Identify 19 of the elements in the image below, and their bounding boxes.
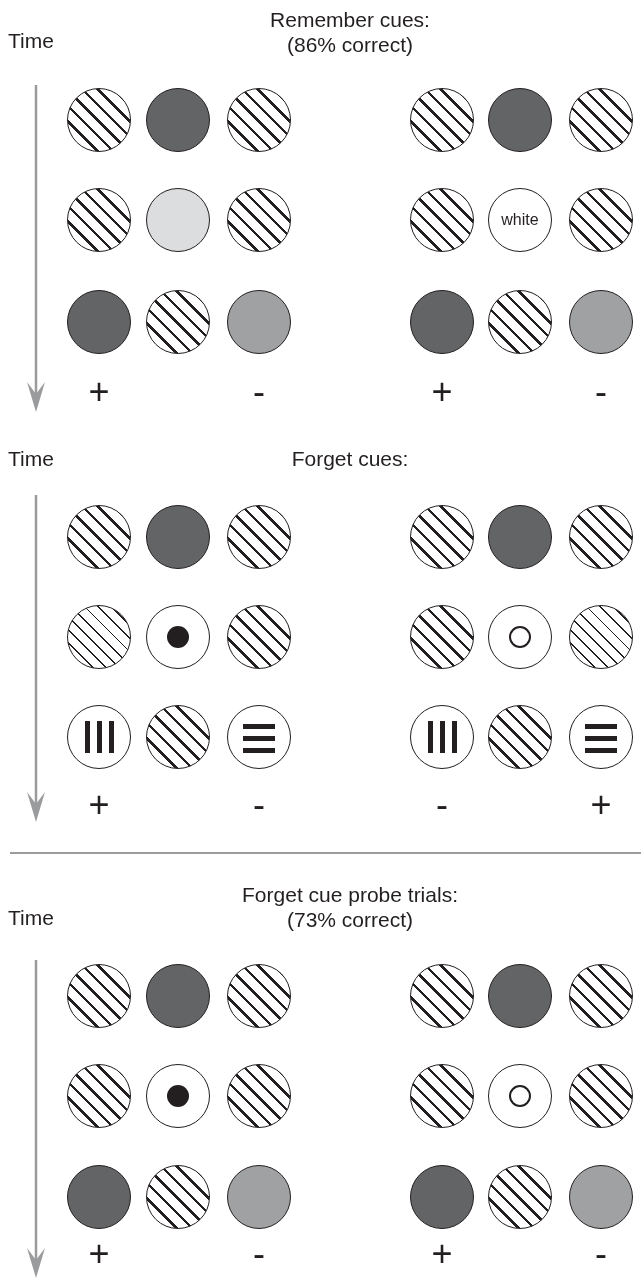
section-heading: Forget cues: xyxy=(290,446,410,471)
sign-label: - xyxy=(252,372,266,412)
sign-label: + xyxy=(87,785,111,825)
sign-label: - xyxy=(435,785,449,825)
sign-label: - xyxy=(594,1234,608,1274)
sign-label: + xyxy=(430,372,454,412)
sign-label: + xyxy=(430,1234,454,1274)
section-heading: Forget cue probe trials: (73% correct) xyxy=(241,882,459,932)
sign-label: - xyxy=(252,785,266,825)
circle-label: white xyxy=(500,211,540,229)
sign-label: + xyxy=(87,372,111,412)
axis-label: Time xyxy=(8,28,54,53)
sign-label: - xyxy=(594,372,608,412)
sign-label: - xyxy=(252,1234,266,1274)
sign-label: + xyxy=(87,1234,111,1274)
axis-label: Time xyxy=(8,905,54,930)
section-heading: Remember cues: (86% correct) xyxy=(269,7,431,57)
axis-label: Time xyxy=(8,446,54,471)
sign-label: + xyxy=(589,785,613,825)
